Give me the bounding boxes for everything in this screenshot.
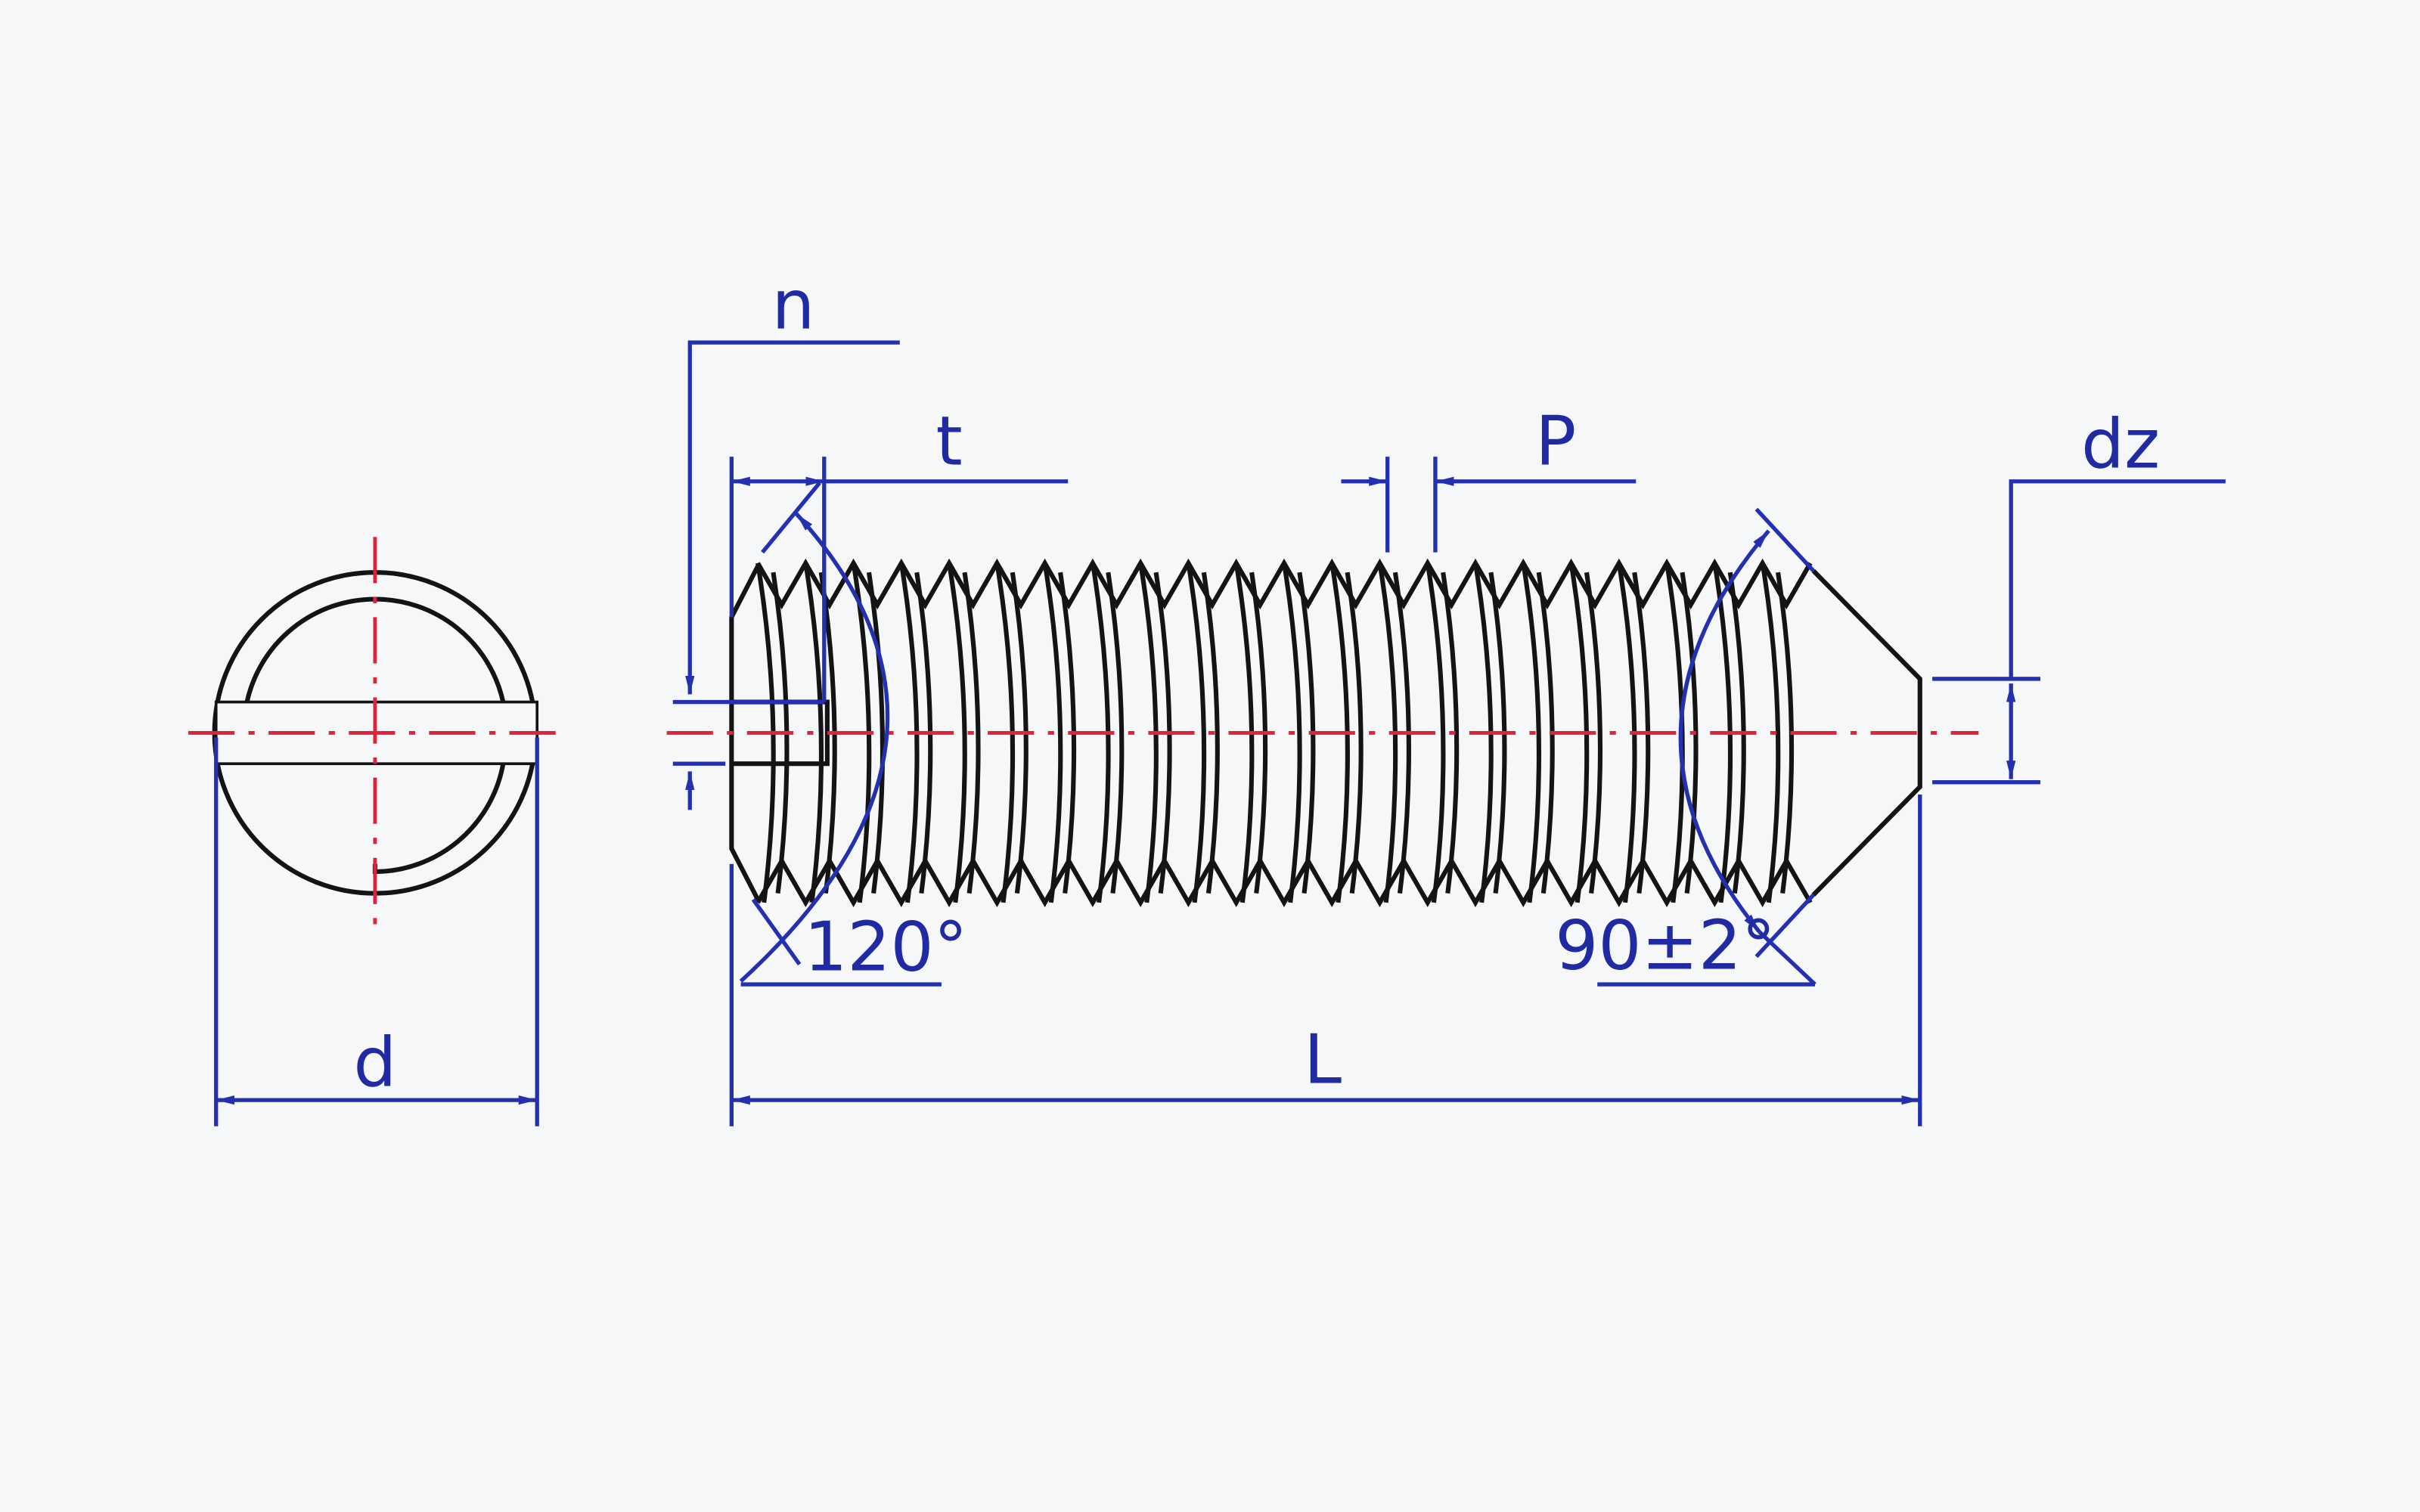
dim-label-dz: dz bbox=[2081, 405, 2160, 484]
dim-label-n: n bbox=[772, 267, 815, 345]
leader-line bbox=[2009, 479, 2226, 679]
angle-extension-line bbox=[761, 482, 821, 554]
dimension-l: L bbox=[729, 795, 1922, 1126]
dim-label-d: d bbox=[353, 1024, 396, 1103]
dimension-n: n bbox=[672, 267, 900, 810]
angle-extension-line bbox=[751, 898, 802, 966]
dimension-angle-120: 120° bbox=[739, 482, 968, 987]
dimension-d: d bbox=[214, 737, 539, 1126]
thread-crest-bottom bbox=[755, 856, 1813, 908]
dimension-p: P bbox=[1341, 402, 1637, 553]
cone-point bbox=[1811, 569, 1922, 897]
thread-flank bbox=[1186, 562, 1220, 903]
thread-flank bbox=[1521, 562, 1555, 903]
dimension-t: t bbox=[729, 402, 1069, 702]
dimension-angle-90: 90±2° bbox=[1555, 507, 1817, 987]
dim-label-p: P bbox=[1535, 402, 1576, 481]
angle-extension-line bbox=[1754, 893, 1815, 959]
dim-label-t: t bbox=[936, 402, 963, 481]
angle-leader bbox=[1758, 930, 1817, 986]
dim-label-120: 120° bbox=[804, 909, 967, 987]
end-view bbox=[188, 537, 569, 929]
thread-flank bbox=[947, 562, 981, 903]
angle-extension-line bbox=[1754, 507, 1815, 572]
dim-label-90: 90±2° bbox=[1555, 907, 1775, 986]
angle-arc bbox=[1678, 529, 1770, 934]
angle-arc bbox=[739, 512, 890, 983]
dimension-dz: dz bbox=[1932, 405, 2226, 785]
leader-line bbox=[685, 340, 900, 695]
dim-label-l: L bbox=[1304, 1021, 1342, 1100]
thread-flank bbox=[1760, 562, 1795, 903]
side-view bbox=[666, 558, 1979, 908]
thread-flank bbox=[1425, 562, 1460, 903]
